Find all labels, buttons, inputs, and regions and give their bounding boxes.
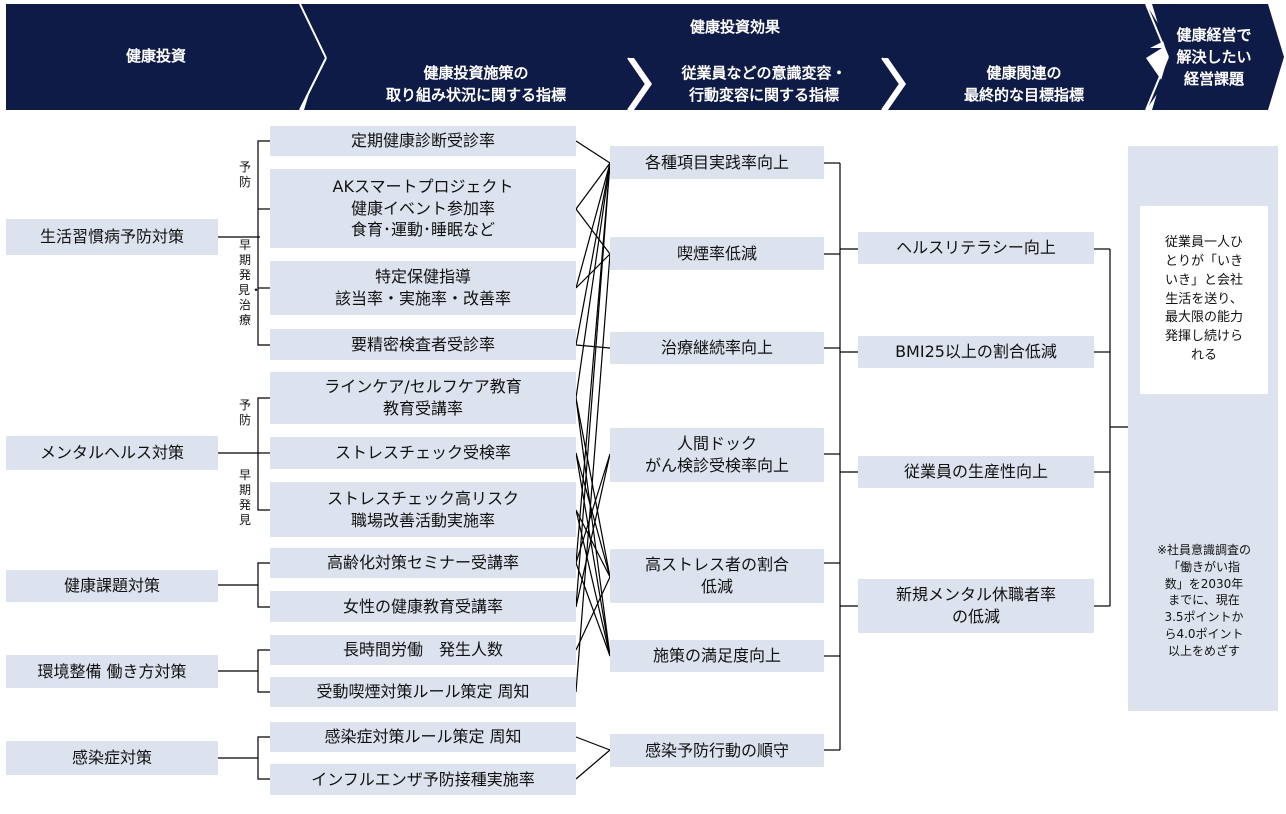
header-management-issues: 健康経営で 解決したい 経営課題 xyxy=(1176,26,1252,88)
goal-statement: 従業員一人ひ とりが「いき いき」と会社 生活を送り、 最大限の能力 発揮し続け… xyxy=(1140,206,1268,394)
outcome-mental-leave-reduction: 新規メンタル休職者率 の低減 xyxy=(858,579,1094,633)
behavior-high-stress-reduction: 高ストレス者の割合 低減 xyxy=(610,549,824,603)
initiative-aging-seminar-rate: 高齢化対策セミナー受講率 xyxy=(270,548,576,578)
header-indicators-outcomes: 健康関連の 最終的な目標指標 xyxy=(963,64,1084,104)
stage-label-early-detection-treatment: 早期発見・治療 xyxy=(238,238,263,327)
stage-label-prevention-mental: 予防 xyxy=(238,398,251,427)
header-indicator2-shape xyxy=(634,58,900,110)
behavior-satisfaction: 施策の満足度向上 xyxy=(610,640,824,672)
measure-infectious-disease: 感染症対策 xyxy=(6,741,218,775)
initiative-long-working-hours: 長時間労働 発生人数 xyxy=(270,635,576,665)
behavior-infection-prevention: 感染予防行動の順守 xyxy=(610,734,824,767)
outcome-health-literacy: ヘルスリテラシー向上 xyxy=(858,232,1094,264)
header-banner xyxy=(6,3,1284,111)
initiative-stress-high-risk-improvement: ストレスチェック高リスク 職場改善活動実施率 xyxy=(270,482,576,537)
initiative-specific-health-guidance: 特定保健指導 該当率・実施率・改善率 xyxy=(270,261,576,315)
behavior-dock-cancer-screening: 人間ドック がん検診受検率向上 xyxy=(610,428,824,482)
initiative-health-checkup-rate: 定期健康診断受診率 xyxy=(270,126,576,156)
behavior-smoking-reduction: 喫煙率低減 xyxy=(610,237,824,270)
behavior-treatment-continuation: 治療継続率向上 xyxy=(610,332,824,364)
behavior-practice-rate: 各種項目実践率向上 xyxy=(610,146,824,179)
header-indicators-initiatives: 健康投資施策の 取り組み状況に関する指標 xyxy=(385,64,566,104)
initiative-women-health-education: 女性の健康教育受講率 xyxy=(270,591,576,622)
stage-label-early-detection-mental: 早期発見 xyxy=(238,468,251,527)
header-indicator1-shape xyxy=(304,58,646,110)
header-investment: 健康投資 xyxy=(125,47,186,66)
measure-mental-health: メンタルヘルス対策 xyxy=(6,436,218,470)
header-indicator3-shape xyxy=(888,58,1164,110)
header-indicators-behavior: 従業員などの意識変容・ 行動変容に関する指標 xyxy=(681,64,847,104)
header-effects: 健康投資効果 xyxy=(689,18,780,37)
initiative-line-self-care-education: ラインケア/セルフケア教育 教育受講率 xyxy=(270,372,576,424)
outcome-productivity: 従業員の生産性向上 xyxy=(858,456,1094,488)
initiative-flu-vaccination-rate: インフルエンザ予防接種実施率 xyxy=(270,764,576,795)
outcome-bmi25-reduction: BMI25以上の割合低減 xyxy=(858,336,1094,368)
header-issues-shape xyxy=(1152,4,1284,110)
initiative-passive-smoking-rule: 受動喫煙対策ルール策定 周知 xyxy=(270,677,576,707)
initiative-infection-rule: 感染症対策ルール策定 周知 xyxy=(270,722,576,752)
measure-work-environment: 環境整備 働き方対策 xyxy=(6,655,218,688)
stage-label-prevention: 予防 xyxy=(238,160,251,189)
initiative-detailed-exam-rate: 要精密検査者受診率 xyxy=(270,329,576,360)
goal-note: ※社員意識調査の 「働きがい指 数」を2030年 までに、現在 3.5ポイントか… xyxy=(1156,543,1252,658)
header-investment-shape xyxy=(6,4,326,110)
initiative-stress-check-rate: ストレスチェック受検率 xyxy=(270,437,576,469)
measure-lifestyle-disease: 生活習慣病予防対策 xyxy=(6,219,218,255)
measure-health-issues: 健康課題対策 xyxy=(6,570,218,602)
initiative-ak-smart-project: AKスマートプロジェクト 健康イベント参加率 食育･運動･睡眠など xyxy=(270,169,576,248)
